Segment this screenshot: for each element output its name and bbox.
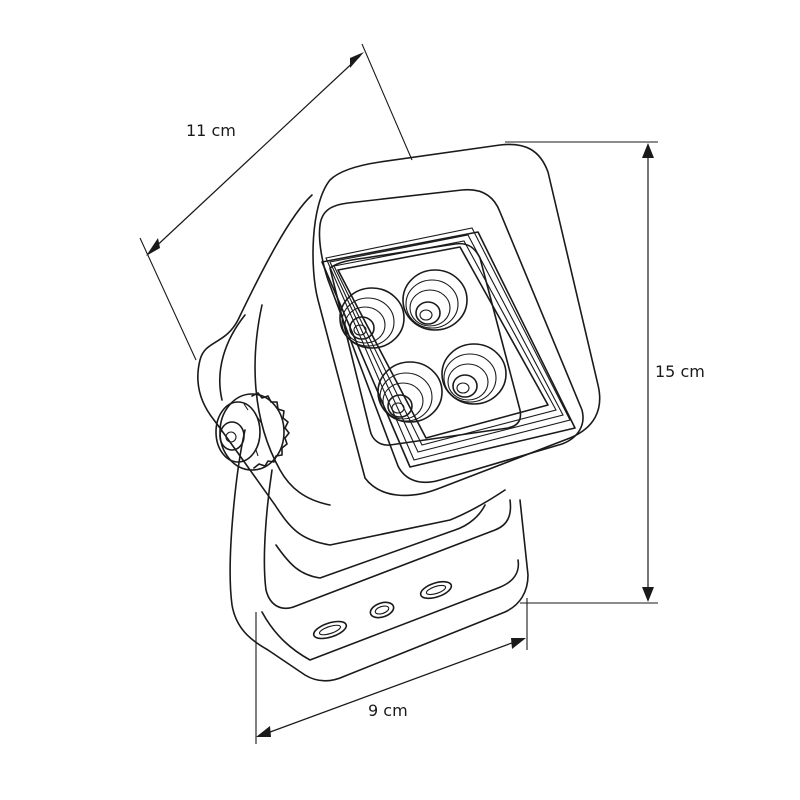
mounting-slot-center [369,601,395,619]
dimension-height: 15 cm [505,141,705,604]
mounting-slot-left [312,620,348,640]
led-array [339,269,507,423]
base-mounting-slots [312,580,453,640]
width-dimension-label: 9 cm [368,701,408,720]
mounting-slot-right [419,580,453,600]
dimension-depth: 11 cm [139,43,413,361]
led-bottom-right [441,343,507,405]
lamp-housing [197,143,601,546]
led-top-right [402,269,468,331]
dimension-width: 9 cm [255,598,528,744]
tilt-adjustment-knob [215,392,290,471]
led-top-left [339,287,405,349]
depth-dimension-label: 11 cm [186,121,236,140]
mounting-bracket [229,429,529,682]
led-bottom-left [377,361,443,423]
height-dimension-label: 15 cm [655,362,705,381]
